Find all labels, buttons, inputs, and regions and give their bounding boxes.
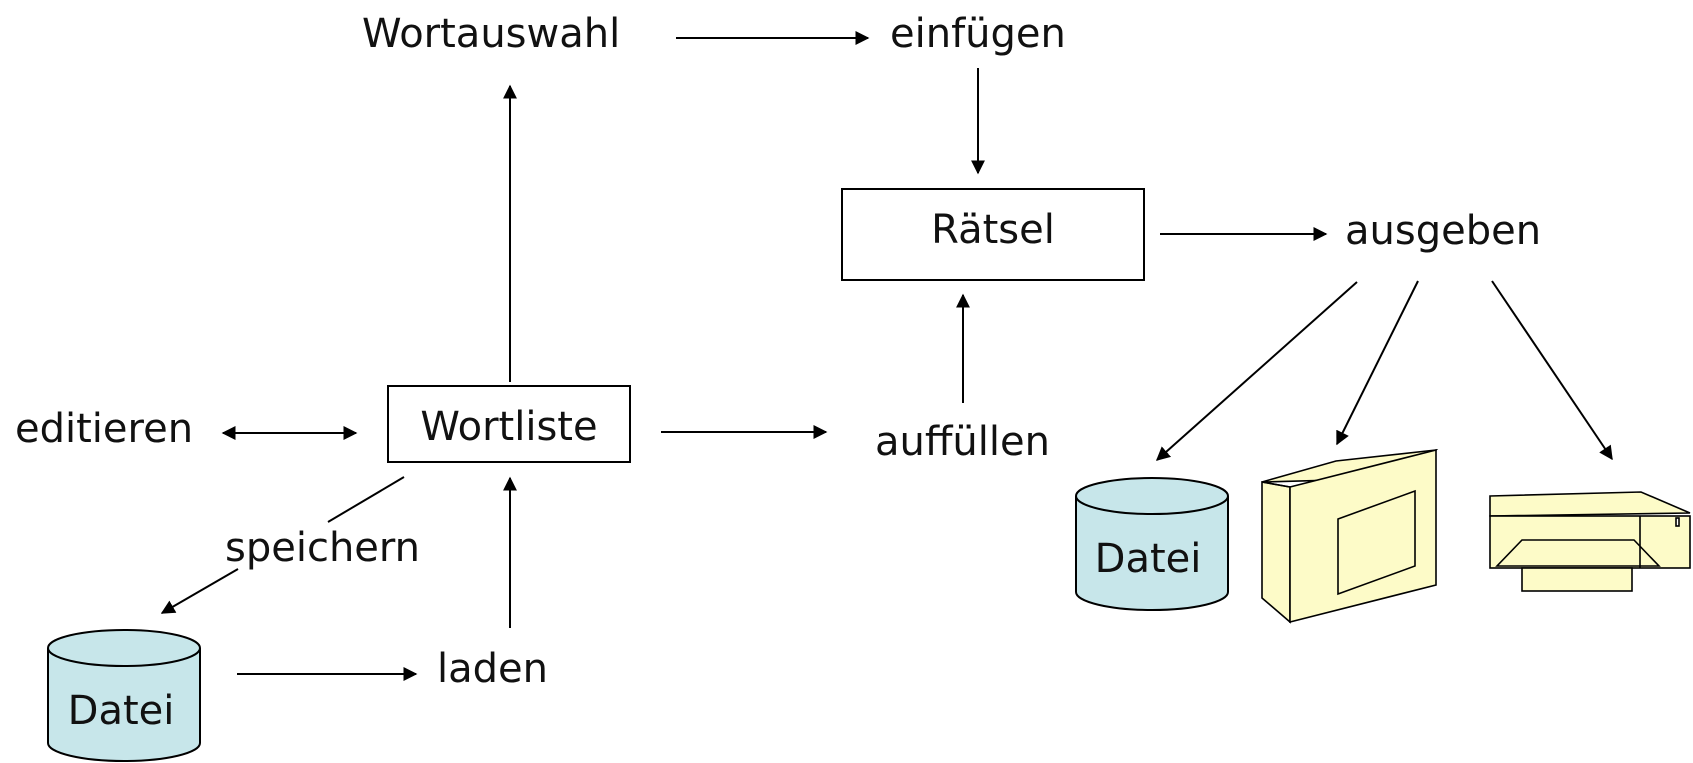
label-auffuellen: auffüllen xyxy=(875,419,1050,465)
line-wortliste-speichern xyxy=(327,476,405,523)
database-left-icon: Datei xyxy=(47,629,201,762)
monitor-icon xyxy=(1261,448,1439,624)
datei-left-label: Datei xyxy=(68,688,175,734)
label-editieren: editieren xyxy=(15,406,193,452)
label-ausgeben: ausgeben xyxy=(1345,208,1541,254)
wortliste-label: Wortliste xyxy=(420,404,597,450)
label-wortauswahl: Wortauswahl xyxy=(362,11,620,57)
raetsel-label: Rätsel xyxy=(931,207,1055,253)
database-right-icon: Datei xyxy=(1075,477,1229,611)
printer-icon xyxy=(1489,491,1691,592)
arrow-speichern-datei xyxy=(160,568,239,614)
label-einfuegen: einfügen xyxy=(890,11,1066,57)
wortliste-box: Wortliste xyxy=(387,385,631,463)
label-laden: laden xyxy=(437,646,548,692)
label-speichern: speichern xyxy=(225,525,420,571)
arrow-ausgeben-monitor xyxy=(1336,280,1419,446)
raetsel-box: Rätsel xyxy=(841,188,1145,281)
arrow-ausgeben-datei xyxy=(1155,281,1358,461)
arrow-ausgeben-printer xyxy=(1491,280,1613,461)
datei-right-label: Datei xyxy=(1095,536,1202,582)
arrows xyxy=(160,31,1613,681)
